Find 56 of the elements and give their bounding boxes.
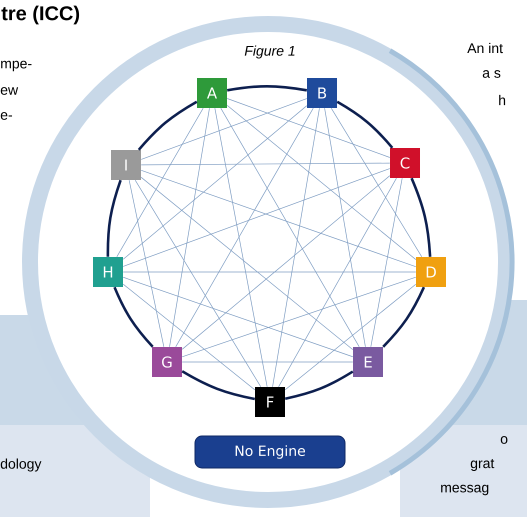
connector (128, 180, 164, 348)
letter-box: A (197, 78, 227, 108)
engine-button: No Engine (194, 436, 346, 468)
text-fragment: grat (470, 459, 494, 471)
connector (336, 100, 394, 149)
letter-box: C (390, 148, 420, 178)
letter-box: E (353, 347, 383, 377)
text-fragment: dology (0, 458, 42, 472)
connector (138, 100, 198, 151)
connector (227, 84, 308, 92)
connector (169, 108, 210, 348)
connector (116, 108, 204, 258)
connector (226, 98, 390, 158)
connector (284, 284, 416, 390)
text-fragment: a s (482, 70, 500, 78)
connector (140, 170, 416, 268)
connector (106, 180, 122, 257)
text-fragment: mpe- (1, 60, 32, 72)
letter-box: B (307, 78, 337, 108)
text-fragment: An int (467, 42, 503, 54)
connector (382, 286, 426, 348)
connector (226, 105, 416, 260)
letter-box: I (111, 150, 141, 180)
letter-box: F (255, 387, 285, 417)
connector (175, 108, 314, 348)
letter-box: G (152, 347, 182, 377)
connector (134, 180, 262, 388)
text-fragment: ew (0, 87, 18, 95)
connector (410, 178, 432, 257)
connector (122, 276, 354, 358)
figure-caption: Figure 1 (244, 45, 294, 59)
connector (278, 178, 397, 388)
connector (140, 98, 308, 160)
connector (182, 370, 256, 400)
text-fragment: o (500, 436, 508, 444)
connector (324, 108, 366, 348)
connector (182, 276, 416, 358)
text-fragment: h (499, 94, 506, 106)
connector (370, 178, 403, 348)
letter-box: H (93, 257, 123, 287)
connector (214, 108, 268, 388)
connector (330, 108, 422, 258)
letter-box: D (416, 257, 446, 287)
connector (284, 370, 354, 400)
connector (220, 108, 360, 348)
connector (122, 284, 256, 390)
text-fragment: e- (0, 112, 12, 120)
connector (140, 176, 354, 350)
text-fragment: messag (441, 484, 488, 496)
connector (140, 162, 390, 166)
heading: tre (ICC) (1, 6, 80, 24)
connector (113, 286, 154, 348)
connector (122, 168, 390, 267)
connector (122, 105, 308, 260)
connector (272, 108, 320, 388)
connector (182, 175, 390, 350)
